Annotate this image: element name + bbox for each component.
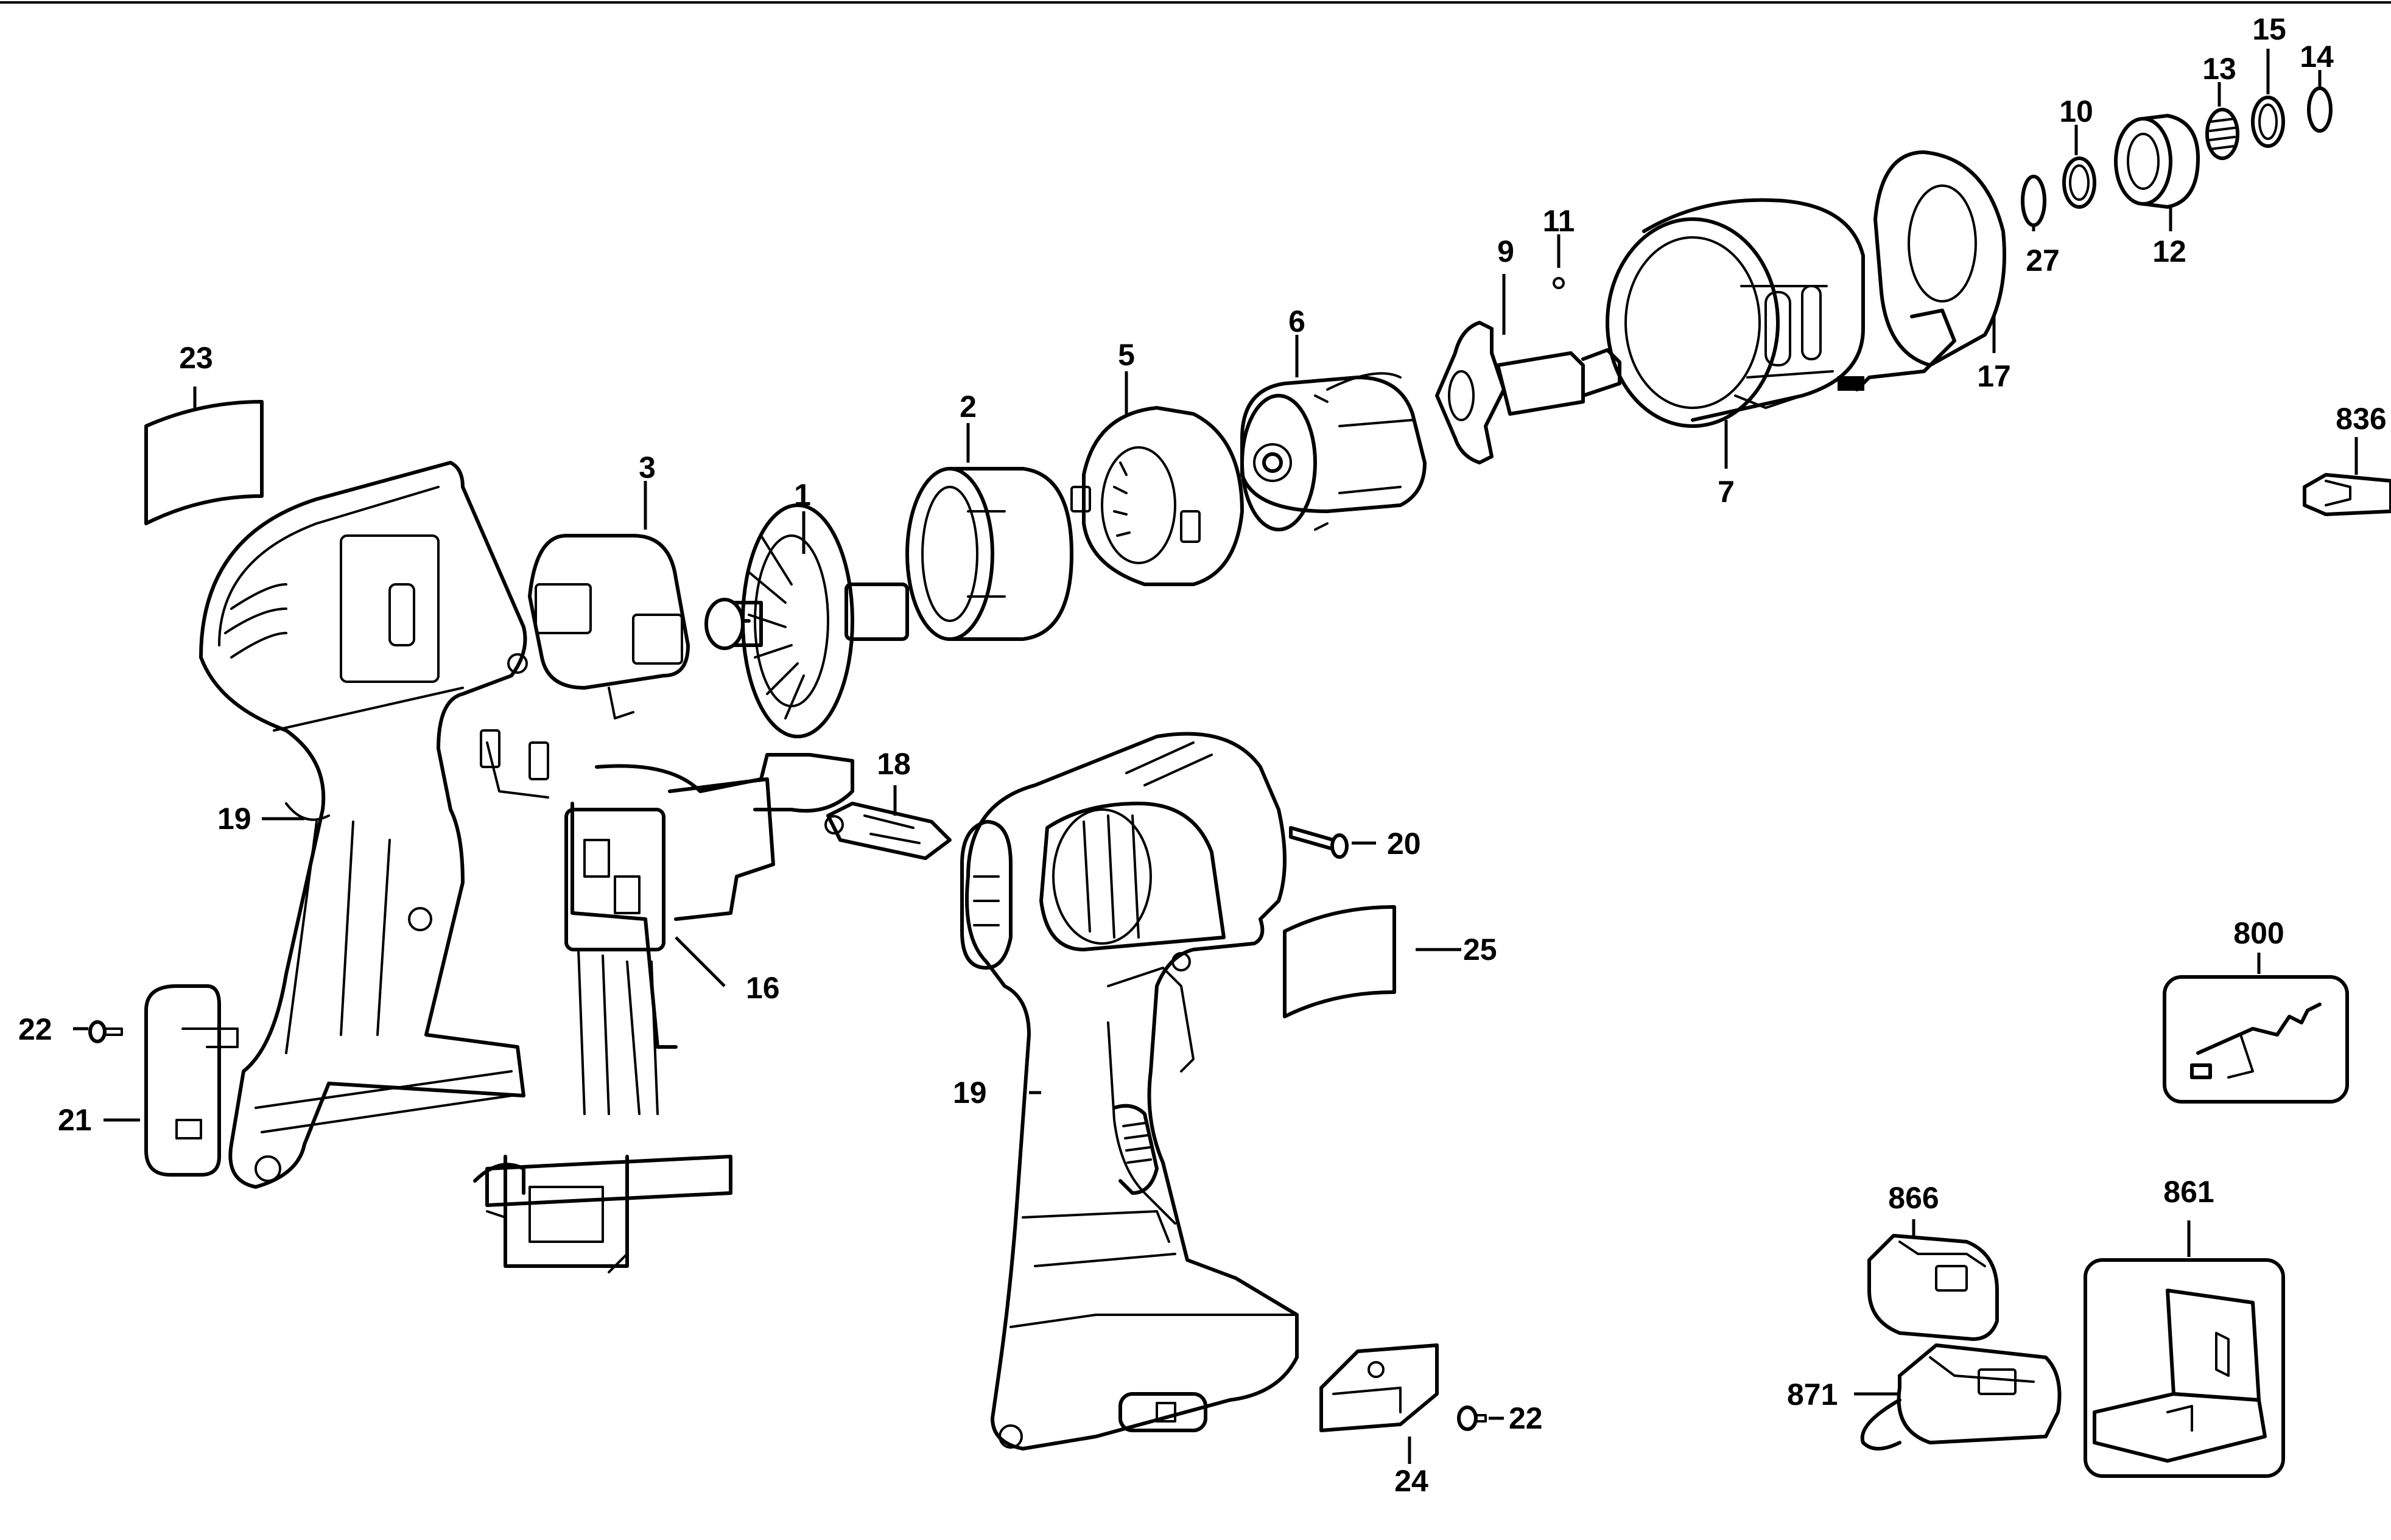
part-871-charger: [1860, 1343, 2062, 1451]
part-861-kit-case: [2084, 1258, 2285, 1478]
callout-20: 20: [1387, 827, 1421, 861]
callout-14: 14: [2300, 40, 2334, 74]
callout-17: 17: [1977, 359, 2011, 393]
part-2-magnet-ring: [905, 467, 1073, 641]
part-866-battery: [1867, 1234, 1999, 1341]
part-1-armature: [704, 503, 909, 738]
callout-27: 27: [2026, 243, 2060, 278]
part-27-o-ring: [2021, 175, 2046, 227]
callout-2: 2: [960, 390, 977, 424]
part-19-housing-right: [960, 732, 1299, 1451]
callout-18: 18: [877, 747, 911, 781]
callout-836: 836: [2336, 402, 2386, 436]
part-21-clip-plate: [144, 984, 239, 1177]
part-10-spring: [2062, 156, 2096, 209]
part-14-retaining-ring: [2307, 86, 2333, 133]
callout-5: 5: [1118, 338, 1135, 372]
callout-861: 861: [2163, 1175, 2214, 1209]
callout-23: 23: [179, 341, 213, 375]
callout-871: 871: [1787, 1377, 1838, 1412]
callout-19-left: 19: [217, 802, 251, 836]
part-22-screw-right: [1457, 1405, 1487, 1431]
callout-3: 3: [639, 450, 656, 485]
callout-19-right: 19: [953, 1076, 987, 1110]
callout-11: 11: [1543, 204, 1575, 238]
part-800-kit-box: [2163, 975, 2349, 1104]
callout-7: 7: [1718, 475, 1735, 509]
part-3-brush-holder: [528, 534, 690, 719]
callout-12: 12: [2152, 234, 2186, 268]
part-6-gear-carrier: [1240, 372, 1427, 531]
leader-lines: [73, 49, 2358, 1464]
part-15-washer: [2251, 96, 2285, 148]
callout-16: 16: [746, 971, 780, 1005]
callout-25: 25: [1463, 933, 1497, 967]
part-7-gear-case: [1606, 198, 1865, 428]
part-12-sleeve: [2114, 114, 2200, 209]
callout-15: 15: [2252, 12, 2286, 46]
part-17-led-ring: [1838, 150, 2006, 391]
part-11-ball: [1553, 277, 1565, 289]
callout-22-right: 22: [1509, 1401, 1543, 1435]
part-22-screw-left: [88, 1020, 123, 1043]
callout-866: 866: [1888, 1181, 1939, 1215]
callout-13: 13: [2202, 52, 2236, 86]
part-13-spring: [2205, 108, 2239, 160]
callout-24: 24: [1394, 1464, 1428, 1498]
part-24-latch-cover: [1319, 1343, 1439, 1432]
callout-22-left: 22: [18, 1012, 52, 1046]
callout-10: 10: [2059, 94, 2093, 128]
part-836-bit-clip: [2303, 473, 2391, 516]
callout-1: 1: [794, 478, 811, 512]
part-20-screw: [1289, 826, 1349, 859]
callout-6: 6: [1288, 304, 1305, 338]
part-5-gear-plate: [1070, 406, 1244, 586]
part-18-led-module: [824, 802, 952, 860]
callout-9: 9: [1497, 234, 1514, 268]
callout-800: 800: [2233, 916, 2284, 950]
callout-21: 21: [58, 1103, 92, 1137]
part-9-anvil: [1435, 321, 1621, 464]
part-25-label: [1283, 905, 1396, 1018]
part-19-housing-left: [199, 461, 528, 1189]
part-23-label: [144, 400, 264, 525]
part-16-switch-assembly: [473, 729, 854, 1273]
